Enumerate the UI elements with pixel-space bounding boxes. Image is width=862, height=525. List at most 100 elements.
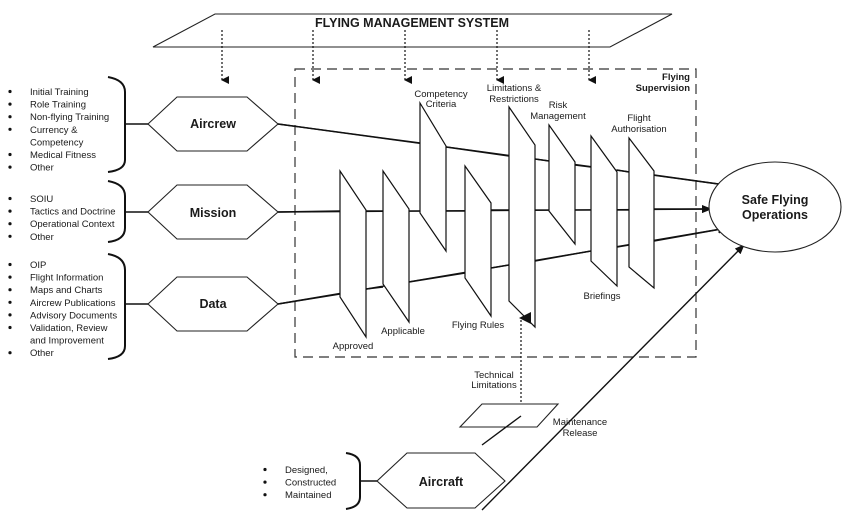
input-aircrew: Aircrew — [147, 96, 279, 152]
aircrew-list-item: Medical Fitness — [30, 150, 96, 161]
mission-list-item: SOIU — [30, 194, 53, 205]
maintenance-release-2: Release — [563, 428, 598, 439]
aircrew-list-item: Initial Training — [30, 87, 89, 98]
data-seg — [365, 286, 384, 290]
input-mission: Mission — [147, 184, 279, 240]
aircrew-hexagon — [147, 96, 279, 152]
label-applicable: Applicable — [381, 326, 425, 337]
aircrew-list-bullet — [8, 127, 12, 131]
maintenance-release-parallelogram — [458, 403, 560, 428]
mission-list-bullet — [8, 209, 12, 213]
input-braces — [107, 76, 148, 360]
data-title: Data — [199, 297, 227, 311]
aircraft-flow-line — [481, 244, 745, 511]
aircrew-list-item: Role Training — [30, 100, 86, 111]
filter-planes — [339, 100, 655, 340]
aircrew-seg — [445, 146, 510, 157]
label-competency-2: Criteria — [426, 99, 457, 110]
aircrew-list-bullet — [8, 102, 12, 106]
supervision-label-2: Supervision — [636, 83, 691, 94]
technical-limitations-2: Limitations — [471, 380, 517, 391]
mission-list-item: Other — [30, 232, 54, 243]
aircrew-seg — [277, 123, 421, 144]
label-flying-rules: Flying Rules — [452, 320, 505, 331]
data-seg — [277, 293, 341, 305]
data-list-item: Aircrew Publications — [30, 298, 116, 309]
aircrew-seg — [574, 164, 592, 168]
aircraft-list-item: Designed, — [285, 465, 328, 476]
data-list-item: Maps and Charts — [30, 285, 103, 296]
data-seg — [490, 264, 510, 269]
data-list-item: Other — [30, 348, 54, 359]
aircraft-brace — [345, 452, 361, 510]
aircrew-list-item: Other — [30, 163, 54, 174]
label-limitations-2: Restrictions — [489, 94, 539, 105]
aircrew-list-item: Competency — [30, 137, 84, 148]
label-risk-2: Management — [530, 111, 586, 122]
filter-competency-criteria — [419, 100, 447, 253]
system-title: FLYING MANAGEMENT SYSTEM — [315, 16, 509, 30]
outcome-line-1: Safe Flying — [742, 193, 809, 207]
aircrew-seg — [534, 158, 550, 162]
aircraft-list-bullet — [263, 467, 267, 472]
input-aircraft: Aircraft — [345, 452, 506, 510]
aircrew-list-bullet — [8, 89, 12, 94]
filter-risk-management — [548, 123, 576, 246]
data-list-item: OIP — [30, 260, 46, 271]
aircrew-brace — [107, 76, 126, 173]
data-list-bullet — [8, 313, 12, 317]
aircrew-list-bullet — [8, 115, 12, 119]
label-approved: Approved — [333, 341, 374, 352]
aircraft-title: Aircraft — [419, 475, 464, 489]
flying-management-system-banner: FLYING MANAGEMENT SYSTEM — [152, 13, 673, 48]
aircraft-list-item: Maintained — [285, 490, 331, 501]
data-brace — [107, 253, 126, 360]
data-list-bullet — [8, 275, 12, 279]
mission-list-bullet — [8, 234, 12, 238]
supervision-label-1: Flying — [662, 72, 690, 83]
aircrew-list-item: Non-flying Training — [30, 112, 109, 123]
data-list-bullet — [8, 351, 12, 355]
mission-list-bullet — [8, 222, 12, 226]
mission-title: Mission — [190, 206, 237, 220]
data-list-item: Advisory Documents — [30, 310, 117, 321]
outcome-safe-flying: Safe Flying Operations — [708, 161, 842, 253]
filter-briefings — [590, 134, 618, 288]
label-authorisation-1: Flight — [627, 113, 651, 124]
flying-supervision-box — [294, 68, 697, 358]
data-hexagon — [147, 276, 279, 332]
label-briefings: Briefings — [584, 291, 621, 302]
filter-applicable — [382, 169, 410, 324]
input-data: Data — [147, 276, 279, 332]
data-seg — [616, 244, 630, 248]
filter-approved — [339, 169, 367, 340]
outcome-line-2: Operations — [742, 208, 808, 222]
mission-hexagon — [147, 184, 279, 240]
aircraft-list-item: Constructed — [285, 478, 336, 489]
aircrew-seg — [616, 169, 630, 173]
aircrew-list-bullet — [8, 165, 12, 169]
data-seg — [534, 250, 592, 262]
data-list-bullet — [8, 288, 12, 292]
aircraft-line-through-maintenance — [481, 415, 522, 446]
mission-seg — [277, 210, 341, 213]
flow-line-overlays — [277, 123, 734, 305]
filter-flying-rules — [464, 164, 492, 318]
data-list-item: and Improvement — [30, 336, 104, 347]
label-competency-1: Competency — [414, 89, 468, 100]
label-authorisation-2: Authorisation — [611, 124, 666, 135]
data-list-item: Validation, Review — [30, 323, 108, 334]
filter-flight-authorisation — [628, 136, 655, 290]
aircrew-list-item: Currency & — [30, 125, 78, 136]
outcome-ellipse — [708, 161, 842, 253]
data-list-bullet — [8, 262, 12, 267]
aircraft-list-bullet — [263, 493, 267, 497]
label-limitations-1: Limitations & — [487, 83, 542, 94]
filter-labels: Approved Applicable Competency Criteria … — [333, 83, 667, 352]
data-list-bullet — [8, 325, 12, 330]
data-seg — [653, 225, 728, 242]
data-list-bullet — [8, 300, 12, 304]
label-risk-1: Risk — [549, 100, 568, 111]
